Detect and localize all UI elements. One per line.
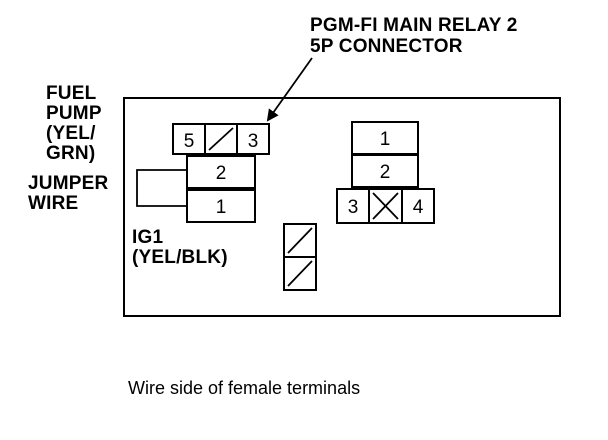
callout-arrow	[266, 57, 313, 122]
middle-blank-slash-bottom	[287, 260, 313, 287]
left-connector-terminal-3: 3	[248, 131, 259, 152]
fuel-pump-label-line-3: (YEL/	[46, 123, 96, 144]
left-connector-cell-2	[186, 155, 256, 189]
left-connector: 5 3 2 1	[172, 123, 270, 223]
figure-caption: Wire side of female terminals	[128, 378, 361, 398]
jumper-wire	[136, 169, 187, 207]
right-connector-terminal-2: 2	[380, 162, 391, 183]
right-connector-cell-3	[336, 188, 370, 224]
ig1-label-line-1: IG1	[132, 227, 164, 248]
middle-blank-slash-top	[287, 227, 313, 254]
middle-blank-connector	[283, 223, 317, 291]
ig1-label-line-2: (YEL/BLK)	[132, 247, 228, 268]
connector-panel-outline	[123, 97, 561, 317]
right-connector-terminal-4: 4	[413, 197, 424, 218]
fuel-pump-label-line-4: GRN)	[46, 143, 96, 164]
callout-title-line-2: 5P CONNECTOR	[310, 36, 463, 57]
left-connector-blank-slash	[208, 127, 234, 151]
left-connector-terminal-1: 1	[216, 197, 227, 218]
left-connector-cell-1	[186, 189, 256, 223]
callout-title-line-1: PGM-FI MAIN RELAY 2	[310, 15, 518, 36]
right-connector-cell-2	[351, 154, 419, 188]
right-connector-cell-4	[401, 188, 435, 224]
right-connector-terminal-3: 3	[348, 197, 359, 218]
jumper-wire-label-line-2: WIRE	[28, 193, 79, 214]
left-connector-terminal-2: 2	[216, 163, 227, 184]
fuel-pump-label-line-2: PUMP	[46, 103, 102, 124]
right-connector-blank-x-2	[372, 192, 399, 220]
fuel-pump-label-line-1: FUEL	[46, 83, 97, 104]
left-connector-cell-3	[236, 123, 270, 155]
left-connector-terminal-5: 5	[184, 131, 195, 152]
right-connector: 1 2 3 4	[336, 121, 435, 224]
right-connector-terminal-1: 1	[380, 129, 391, 150]
jumper-wire-label-line-1: JUMPER	[28, 173, 109, 194]
